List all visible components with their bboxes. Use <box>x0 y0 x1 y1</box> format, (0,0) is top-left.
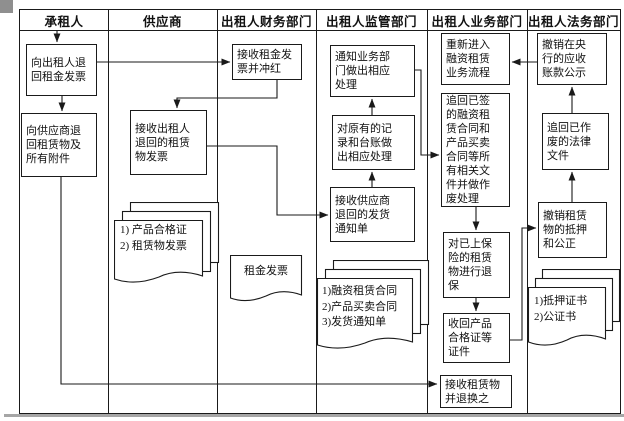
box-return-rent-invoice: 向出租人退 回租金发票 <box>26 44 97 96</box>
box-update-records-ledger: 对原有的记 录和台账做 出相应处理 <box>332 115 415 170</box>
scan-bottom-shadow <box>4 414 624 417</box>
lane-header-finance-dept: 出租人财务部门 <box>220 15 312 29</box>
document-shape <box>229 254 303 302</box>
doc-rent-invoice: 租金发票 <box>229 254 304 307</box>
box-cancel-insurance: 对已上保 险的租赁 物进行退 保 <box>443 232 510 298</box>
box-notify-business-dept: 通知业务部 门做出相应 处理 <box>330 45 415 97</box>
box-return-leased-property: 向供应商退 回租赁物及 所有附件 <box>21 113 97 177</box>
box-cancel-pboc-publicity: 撤销在央 行的应收 账款公示 <box>537 33 607 85</box>
box-receive-delivery-note: 接收供应商 退回的发货 通知单 <box>330 187 415 242</box>
arrow-finance-to-supplier <box>173 80 278 109</box>
lane-header-supplier: 供应商 <box>142 15 182 29</box>
lane-header-business-dept: 出租人业务部门 <box>431 15 523 29</box>
lane-header-lessee: 承租人 <box>44 15 84 29</box>
document-stack-shape <box>113 201 220 283</box>
box-recover-certificates: 收回产品 合格证等 证件 <box>443 313 510 363</box>
arrow-notify-to-recover-contracts <box>415 69 440 159</box>
arrow-return-property-to-receive-exchange <box>60 177 438 388</box>
document-stack-shape <box>316 259 430 349</box>
box-reenter-leasing-process: 重新进入 融资租赁 业务流程 <box>441 33 510 85</box>
box-recover-void-contracts: 追回已签 的融资租 赁合同和 产品买卖 合同等所 有相关文 件并做作 废处理 <box>441 93 510 207</box>
lane-header-legal-dept: 出租人法务部门 <box>527 15 619 29</box>
box-recover-void-legal-files: 追回已作 废的法律 文件 <box>542 113 609 170</box>
box-receive-flush-rent-invoice: 接收租金发 票并冲红 <box>232 44 302 80</box>
doc-product-certificate-invoice: 1) 产品合格证 2) 租赁物发票 <box>113 201 220 288</box>
box-receive-returned-invoice: 接收出租人 退回的租赁 物发票 <box>130 110 207 175</box>
document-stack-shape <box>527 268 621 346</box>
scan-corner-artifact <box>0 0 13 13</box>
swimlane-grid <box>18 8 622 415</box>
lane-header-supervision-dept: 出租人监管部门 <box>325 15 417 29</box>
doc-contracts-delivery-note: 1)融资租赁合同 2)产品买卖合同 3)发货通知单 <box>316 259 430 354</box>
arrow-certificates-to-mortgage <box>510 224 537 341</box>
box-receive-and-exchange-property: 接收租赁物 并退换之 <box>440 375 512 408</box>
doc-mortgage-notary-certificates: 1)抵押证书 2)公证书 <box>527 268 621 351</box>
box-cancel-mortgage-notarization: 撤销租赁 物的抵押 和公正 <box>538 202 607 258</box>
arrow-supplier-to-supervision <box>207 145 329 219</box>
